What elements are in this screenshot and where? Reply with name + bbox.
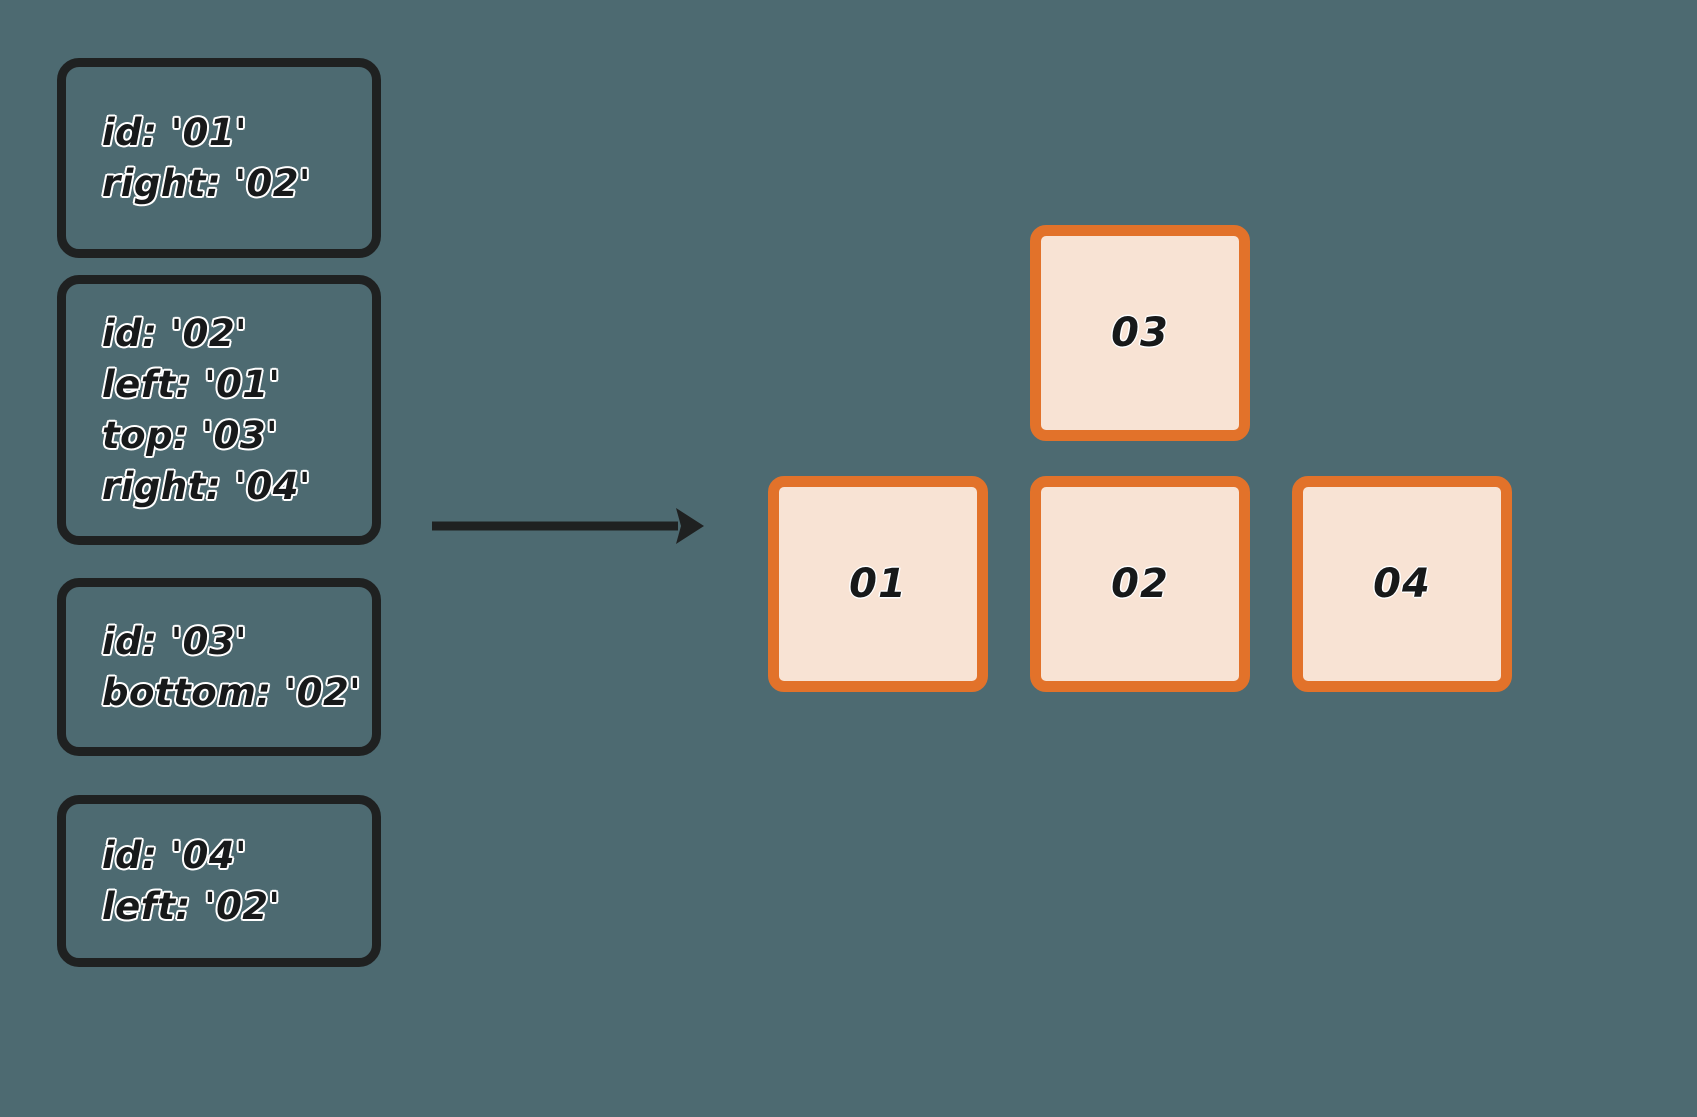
- tile-04[interactable]: 04: [1292, 476, 1512, 692]
- tile-03[interactable]: 03: [1030, 225, 1250, 441]
- spec-line: right: '02': [102, 162, 311, 205]
- tile-label: 02: [1111, 561, 1169, 607]
- spec-line: id: '04': [102, 833, 247, 877]
- spec-box-01: id: '01' right: '02': [57, 58, 381, 258]
- spec-line: id: '03': [102, 619, 247, 663]
- tile-label: 03: [1111, 310, 1169, 356]
- arrow-right-icon: [432, 508, 704, 544]
- tile-02[interactable]: 02: [1030, 476, 1250, 692]
- spec-box-02: id: '02' left: '01' top: '03' right: '04…: [57, 275, 381, 545]
- spec-line: top: '03': [102, 414, 278, 457]
- spec-line: left: '02': [102, 885, 281, 928]
- spec-line: id: '02': [102, 311, 247, 355]
- spec-line: left: '01': [102, 362, 281, 406]
- spec-box-04: id: '04' left: '02': [57, 795, 381, 967]
- tile-01[interactable]: 01: [768, 476, 988, 692]
- tile-label: 04: [1373, 561, 1431, 607]
- spec-line: right: '04': [102, 465, 311, 509]
- spec-line: bottom: '02': [102, 671, 362, 714]
- tile-label: 01: [849, 561, 907, 607]
- spec-box-03: id: '03' bottom: '02': [57, 578, 381, 756]
- spec-line: id: '01': [102, 110, 247, 154]
